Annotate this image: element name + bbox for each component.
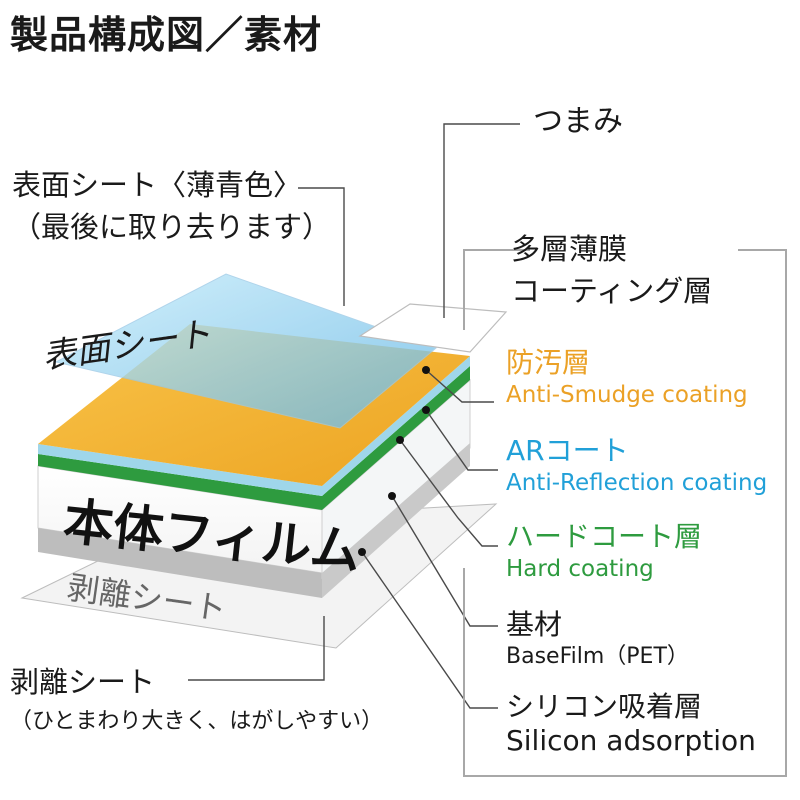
page-title: 製品構成図／素材 <box>10 13 323 57</box>
multilayer-line2: コーティング層 <box>511 274 713 308</box>
hard-leader <box>399 439 498 547</box>
layer-base-en: BaseFilm（PET） <box>506 644 689 669</box>
layer-silicon-jp: シリコン吸着層 <box>506 690 703 723</box>
hard-dot <box>396 436 404 444</box>
tab-label: つまみ <box>533 104 623 139</box>
layer-ar-en: Anti-Reflection coating <box>506 470 768 496</box>
layer-hard-en: Hard coating <box>506 556 654 582</box>
layer-hard-jp: ハードコート層 <box>506 520 703 553</box>
silicon-side-band <box>322 443 470 598</box>
multilayer-line1: 多層薄膜 <box>511 232 628 266</box>
multilayer-bracket-top <box>463 249 530 330</box>
release-callout-line <box>188 616 325 681</box>
silicon-dot <box>358 548 366 556</box>
release-sheet-callout: 剥離シート （ひとまわり大きく、はがしやすい） <box>10 662 383 742</box>
layer-antismudge-en: Anti-Smudge coating <box>506 382 748 408</box>
base-leader <box>391 495 498 627</box>
multilayer-heading: 多層薄膜 コーティング層 <box>511 228 712 312</box>
layer-base: 基材 BaseFilm（PET） <box>506 608 689 672</box>
ar-coat-stripe <box>38 356 470 496</box>
antismudge-dot <box>422 366 430 374</box>
antismudge-leader <box>425 369 494 403</box>
layer-antismudge: 防汚層 Anti-Smudge coating <box>506 346 748 410</box>
silicon-leader <box>361 551 498 709</box>
ar-dot <box>422 406 430 414</box>
ar-leader <box>425 409 498 471</box>
layer-base-jp: 基材 <box>506 608 563 641</box>
silicon-layer-band <box>38 528 322 598</box>
tab-shape <box>358 303 508 353</box>
layer-antismudge-jp: 防汚層 <box>506 346 591 379</box>
surface-sheet-callout: 表面シート〈薄青色〉 （最後に取り去ります） <box>12 164 331 248</box>
base-dot <box>388 492 396 500</box>
layer-hard: ハードコート層 Hard coating <box>506 520 702 584</box>
surface-callout-line1: 表面シート〈薄青色〉 <box>12 168 303 202</box>
layer-silicon-en: Silicon adsorption <box>506 724 756 757</box>
layer-ar: ARコート Anti-Reflection coating <box>506 434 767 498</box>
hard-coat-stripe <box>38 366 470 510</box>
surface-callout-line2: （最後に取り去ります） <box>12 210 332 244</box>
release-callout-line2: （ひとまわり大きく、はがしやすい） <box>10 709 384 734</box>
surface-callout-line <box>298 187 345 306</box>
multilayer-bracket-right <box>463 249 787 777</box>
layer-silicon: シリコン吸着層 Silicon adsorption <box>506 690 756 758</box>
surface-sheet-shape <box>54 273 437 429</box>
tab-callout-line <box>443 123 520 318</box>
release-callout-line1: 剥離シート <box>10 665 156 699</box>
layer-ar-jp: ARコート <box>506 434 629 467</box>
